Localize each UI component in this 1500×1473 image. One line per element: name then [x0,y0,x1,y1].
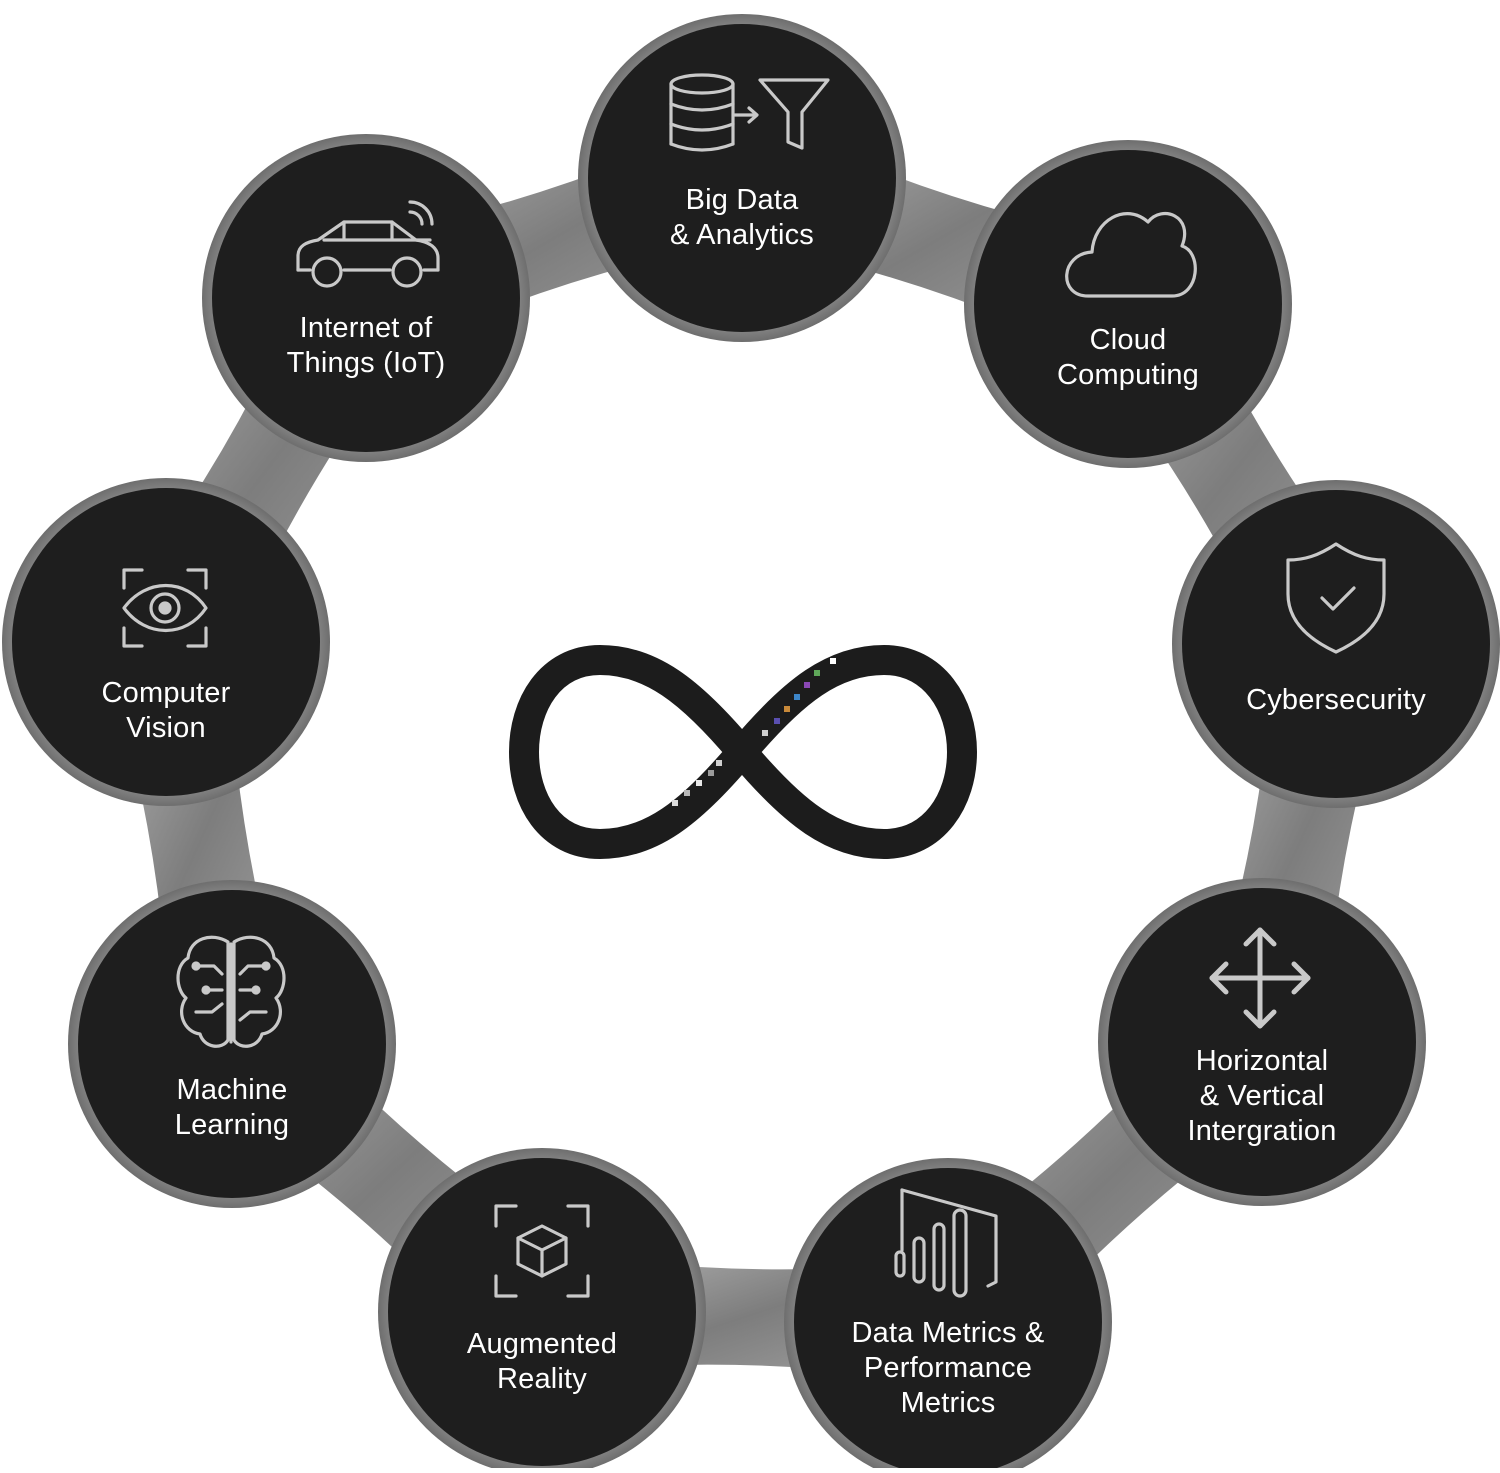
node-label-line: Vision [126,712,206,744]
node-ar [388,1158,696,1466]
node-label-cybersecurity: Cybersecurity [1186,683,1486,718]
node-label-line: Augmented [466,1328,618,1360]
node-big-data [588,24,896,332]
database-funnel-icon [669,73,830,152]
cloud-icon [1065,211,1197,298]
node-label-line: Learning [174,1109,290,1141]
node-label-line: & Analytics [669,219,815,251]
node-cv [12,488,320,796]
node-label-line: Reality [496,1363,588,1395]
node-label-line: Metrics [900,1386,996,1419]
node-label-line: Internet of [299,312,433,344]
node-metrics [794,1168,1102,1473]
node-label-line: Big Data [685,184,799,216]
node-label-line: Cloud [1089,324,1167,356]
node-label-line: Performance [863,1351,1033,1384]
node-label-line: Cybersecurity [1246,683,1426,716]
node-integration [1108,888,1416,1196]
shield-check-icon [1286,542,1386,654]
brain-circuit-icon [176,935,286,1048]
node-label-line: Computer [101,677,231,709]
pixel-trail [672,658,836,806]
node-ml [78,890,386,1198]
node-label-line: & Vertical [1199,1079,1325,1112]
node-label-line: Things (IoT) [286,347,446,379]
node-label-line: Intergration [1187,1114,1337,1147]
node-label-line: Machine [176,1074,288,1106]
node-iot [212,144,520,452]
eye-scan-icon [122,568,208,648]
node-cybersecurity [1182,490,1490,798]
bar-chart-icon [894,1188,998,1298]
node-label-big-data: Big Data& Analytics [592,183,892,253]
node-label-line: Horizontal [1195,1044,1329,1077]
infinity-icon [509,645,977,859]
node-label-line: Data Metrics & [851,1316,1045,1349]
node-cloud [974,150,1282,458]
node-label-line: Computing [1056,359,1200,391]
connected-car-icon [296,200,440,288]
ar-cube-icon [494,1204,590,1298]
move-arrows-icon [1209,927,1311,1029]
